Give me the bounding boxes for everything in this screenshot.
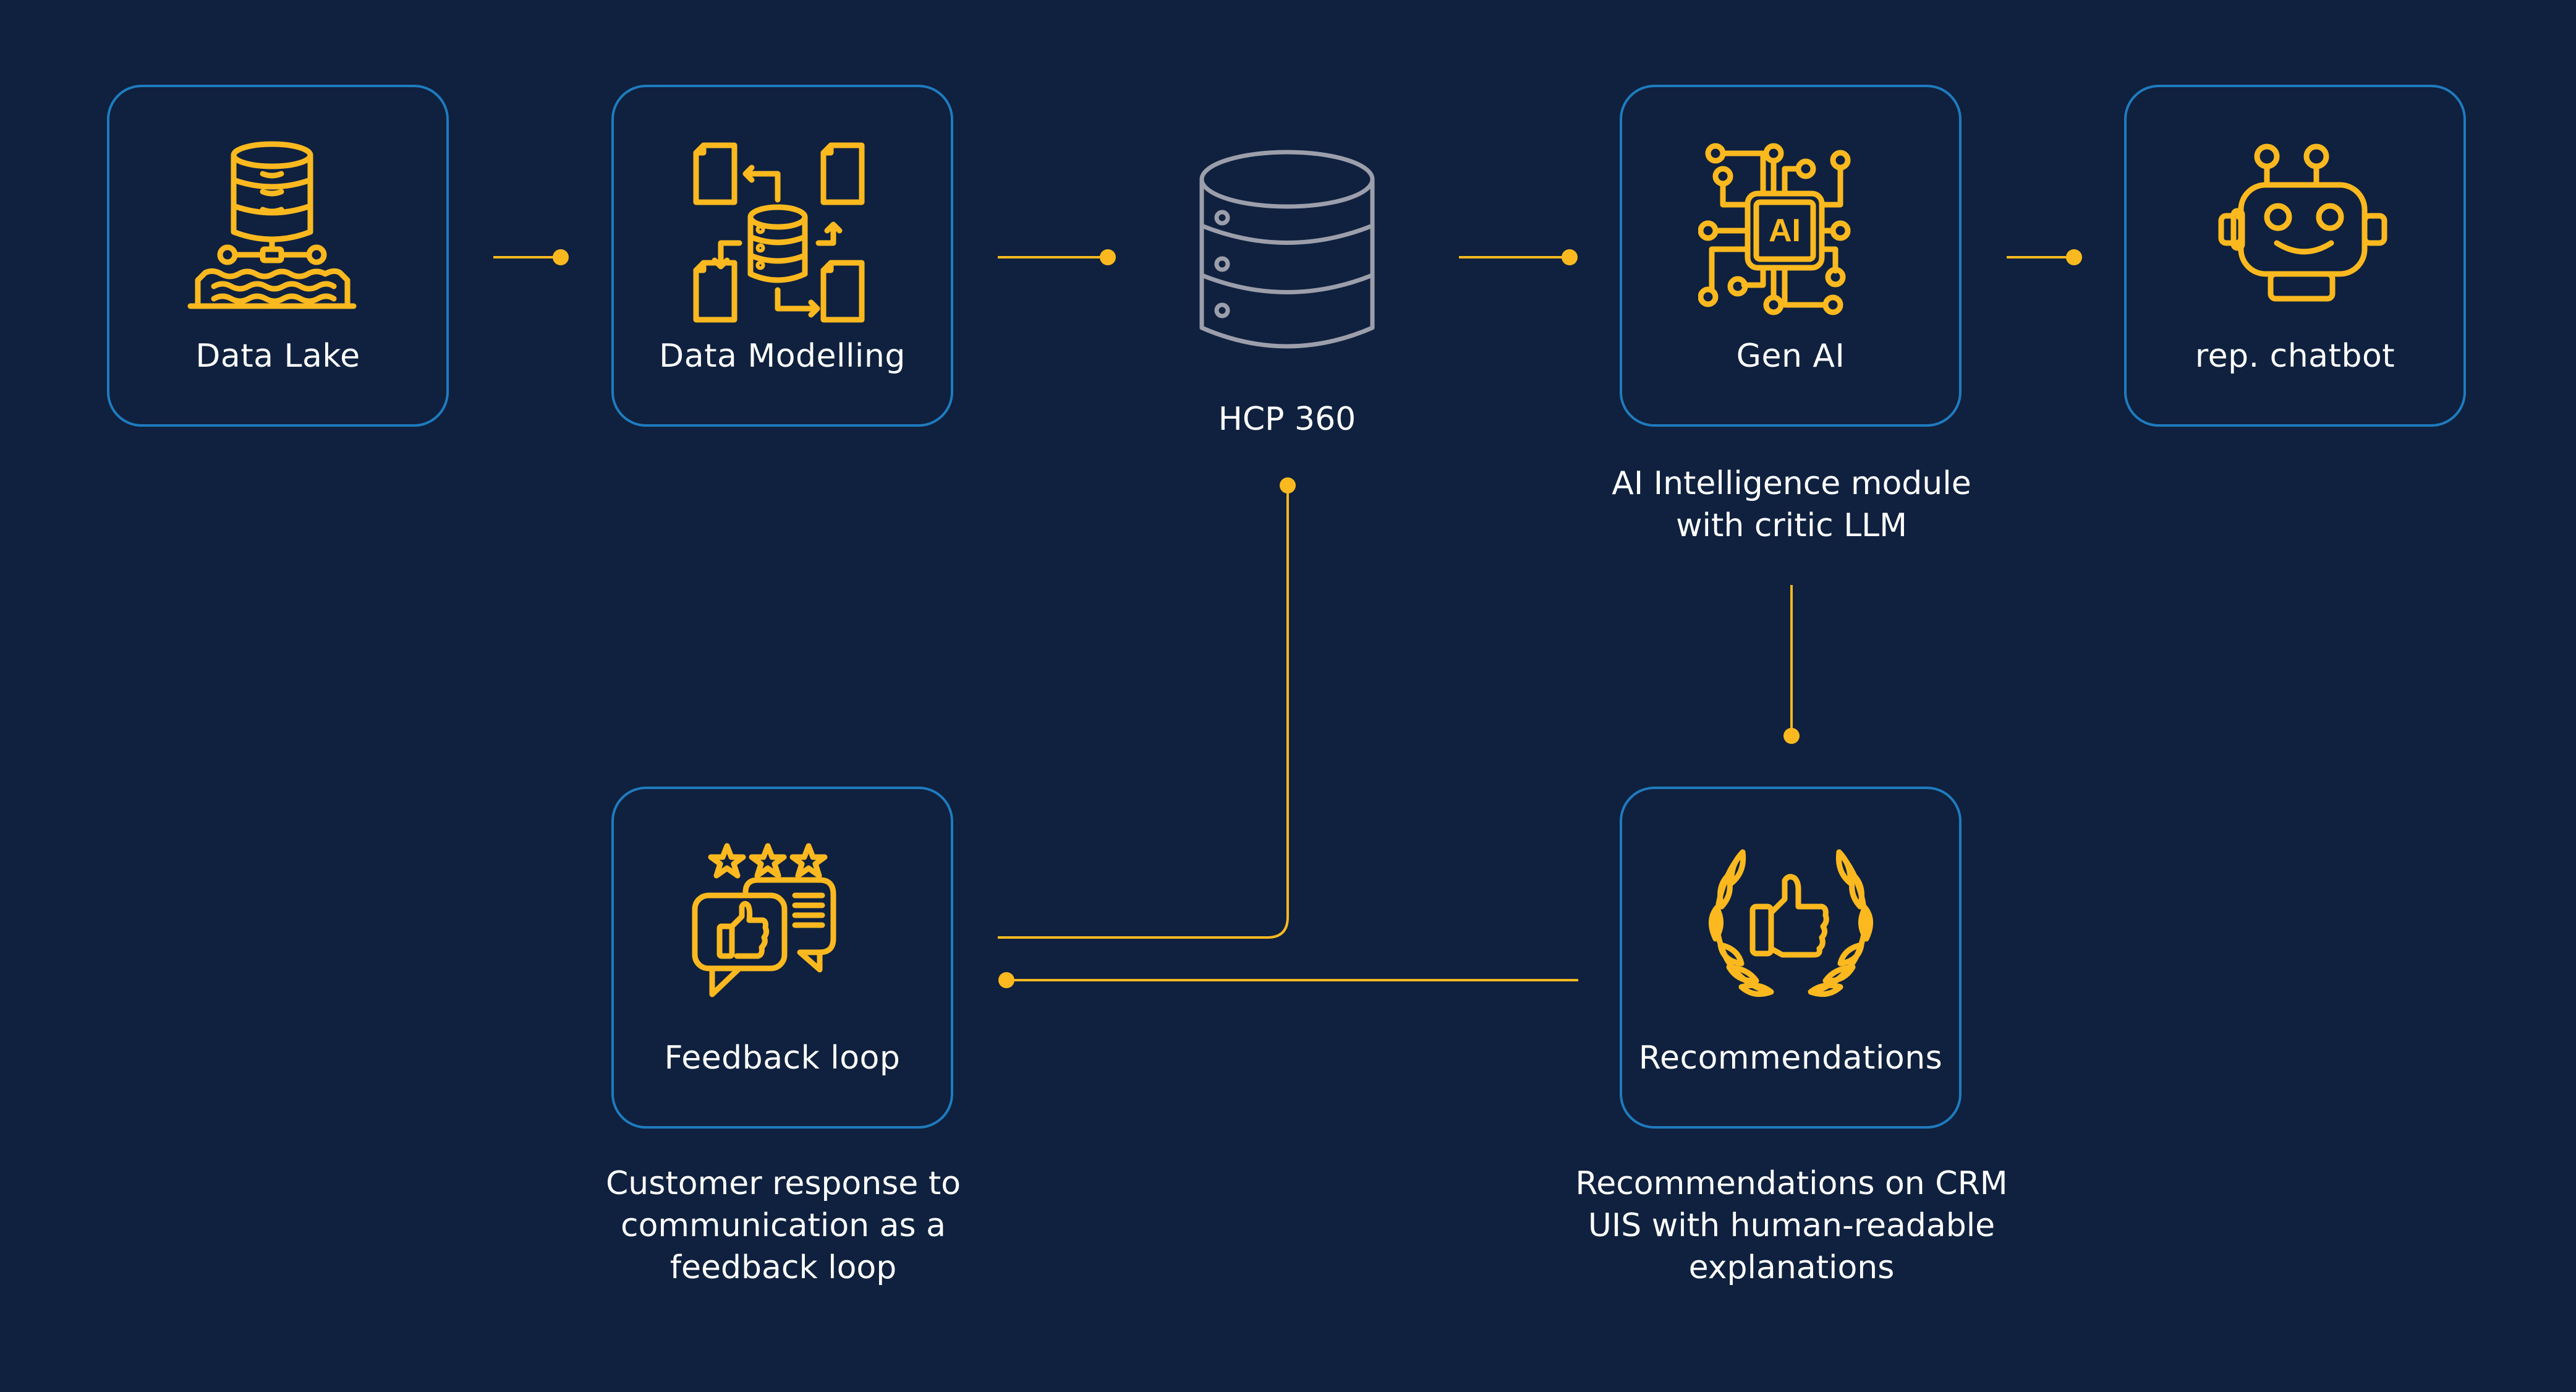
caption-line: Recommendations on CRM [1575, 1165, 2008, 1202]
data-modelling-icon [693, 142, 864, 323]
caption-line: communication as a [620, 1207, 946, 1244]
edge-dot [998, 972, 1014, 988]
database-icon [1199, 150, 1375, 349]
data-lake-icon [187, 141, 356, 309]
node-recommendations[interactable]: Recommendations [1620, 787, 1962, 1129]
ai-chip-icon: AI [1698, 143, 1850, 315]
node-hcp-360[interactable] [1194, 142, 1380, 377]
caption-line: Customer response to [605, 1165, 961, 1202]
caption-gen-ai: AI Intelligence module with critic LLM [1513, 463, 2070, 547]
node-data-lake[interactable]: Data Lake [107, 85, 449, 427]
node-label: Feedback loop [664, 1040, 901, 1077]
caption-line: feedback loop [670, 1249, 897, 1286]
edge-dot [2066, 249, 2082, 265]
feedback-rating-icon [692, 843, 836, 997]
edge-dot [553, 249, 569, 265]
ai-chip-text: AI [1769, 213, 1801, 249]
caption-line: with critic LLM [1675, 507, 1908, 544]
caption-line: AI Intelligence module [1612, 465, 1971, 502]
edge-dot [1280, 477, 1296, 493]
node-feedback-loop[interactable]: Feedback loop [611, 787, 953, 1129]
edge-dot [1562, 249, 1578, 265]
node-data-modelling[interactable]: Data Modelling [611, 85, 953, 427]
caption-line: UIS with human-readable [1588, 1207, 1996, 1244]
robot-icon [2218, 143, 2387, 302]
node-label: rep. chatbot [2195, 338, 2395, 375]
node-label: Recommendations [1638, 1040, 1943, 1077]
caption-line: explanations [1688, 1249, 1895, 1286]
node-label: Gen AI [1736, 338, 1845, 375]
node-label: Data Modelling [659, 338, 906, 375]
node-gen-ai[interactable]: AI Gen AI [1620, 85, 1962, 427]
edge-dot [1783, 728, 1800, 744]
edge-feedback-hcp [998, 485, 1289, 939]
caption-recommendations: Recommendations on CRM UIS with human-re… [1513, 1163, 2070, 1289]
node-label: Data Lake [195, 338, 360, 375]
thumbs-up-laurel-icon [1708, 849, 1873, 997]
node-rep-chatbot[interactable]: rep. chatbot [2124, 85, 2466, 427]
edge-dot [1100, 249, 1116, 265]
caption-feedback: Customer response to communication as a … [505, 1163, 1061, 1289]
node-label: HCP 360 [1218, 401, 1356, 438]
